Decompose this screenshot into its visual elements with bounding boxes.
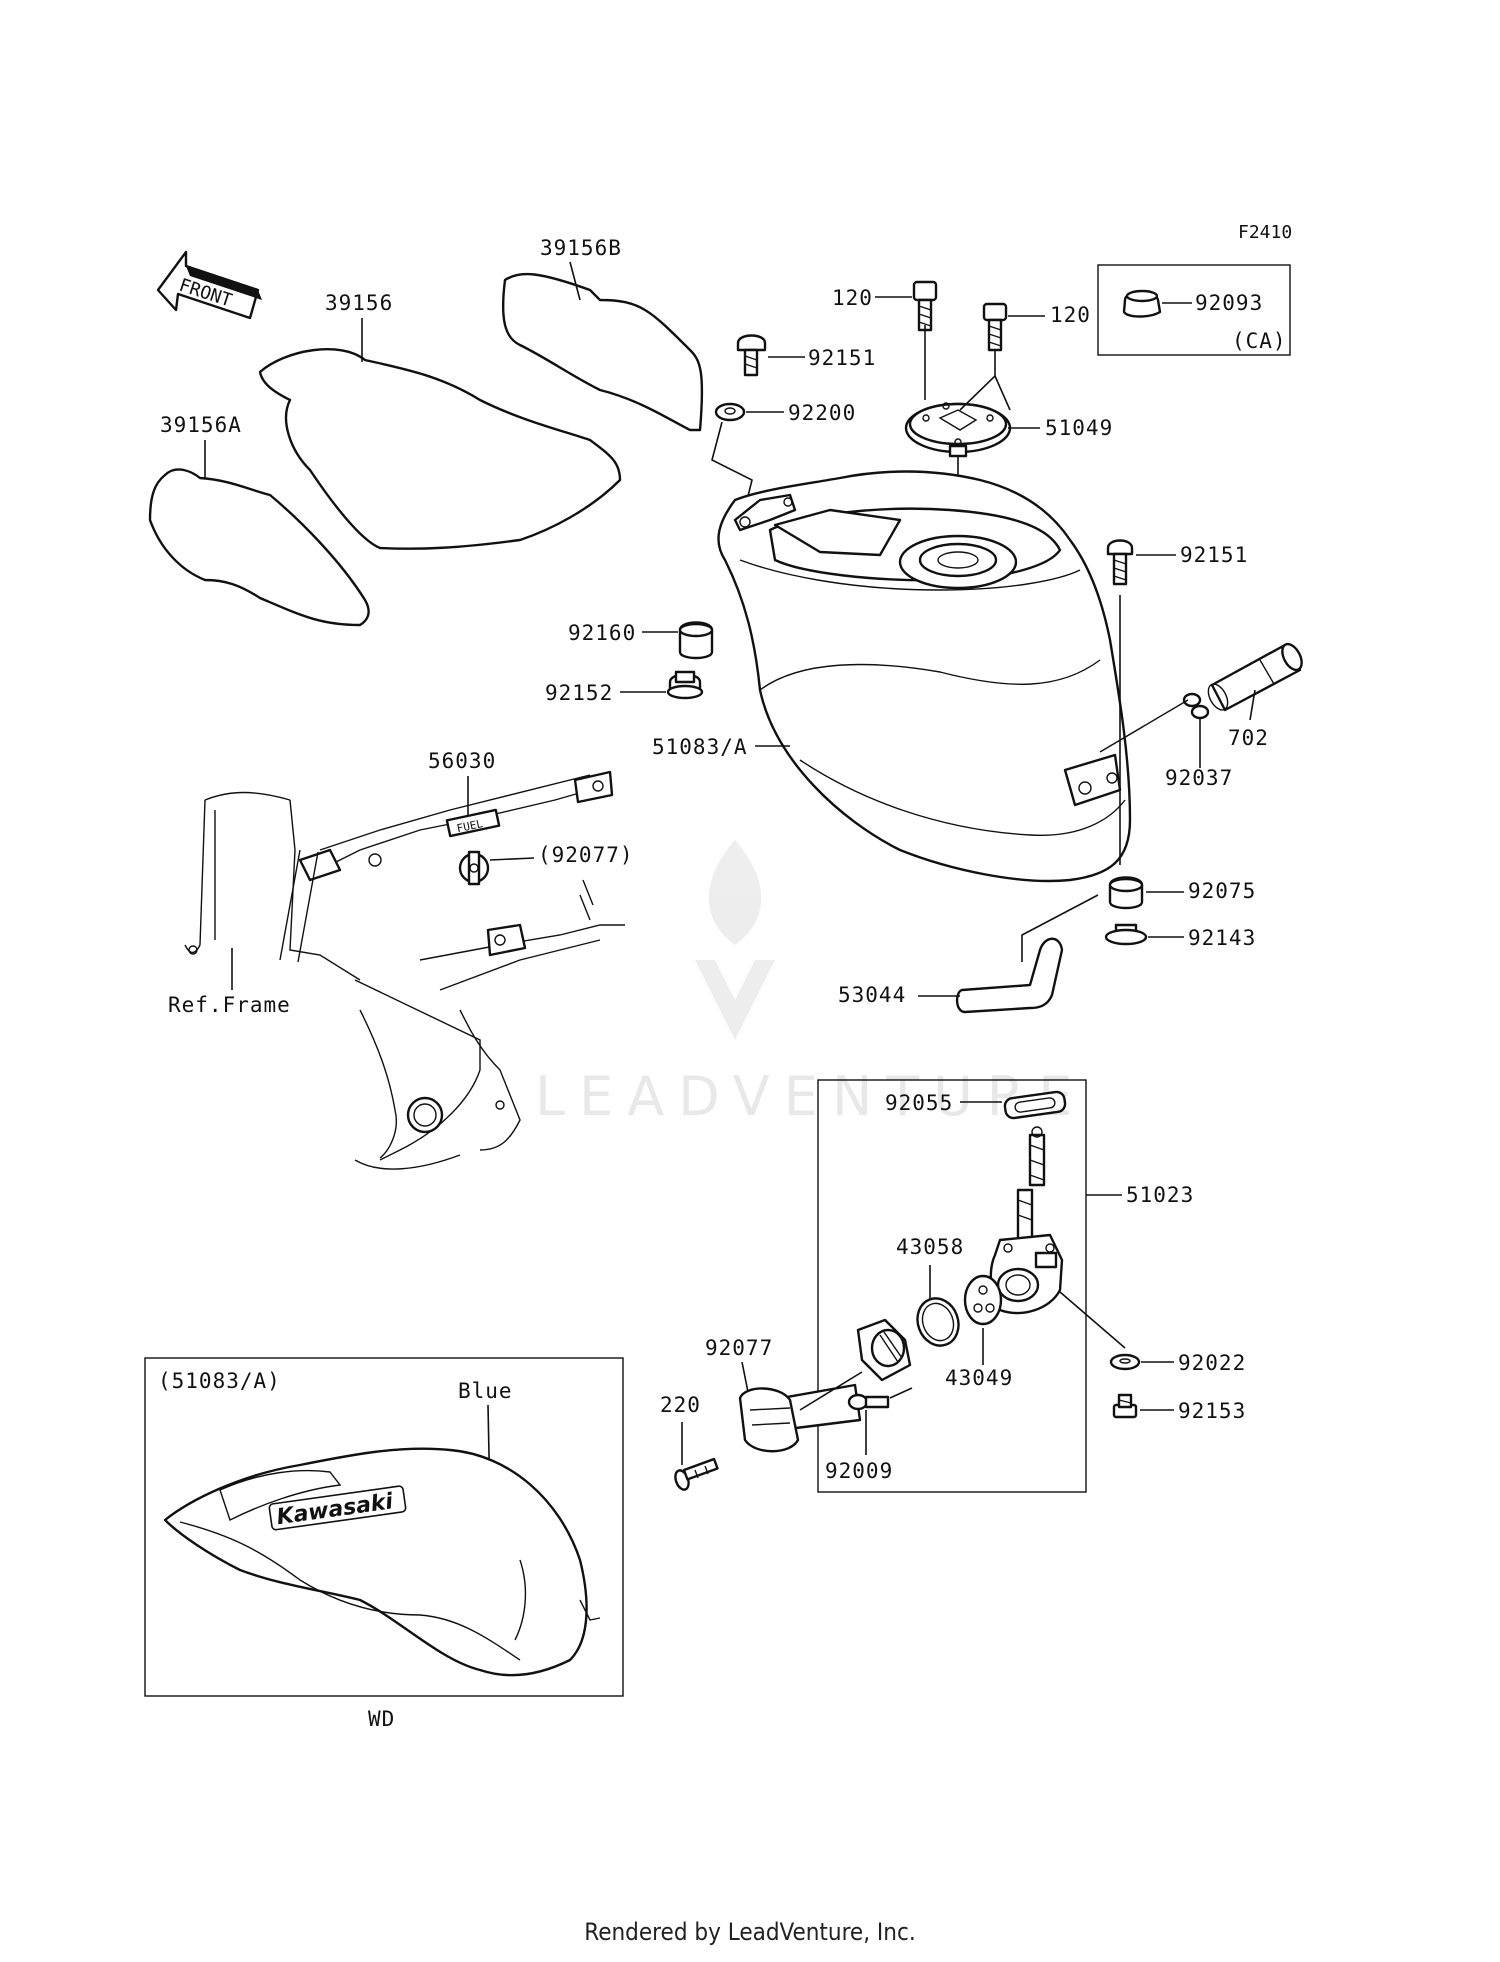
label-ca: (CA) [1232,329,1287,353]
front-arrow-icon: FRONT [156,250,262,320]
fuel-tank-51083a [717,470,1132,883]
knob-92077 [738,1318,912,1453]
label-92151-top: 92151 [808,346,876,370]
label-39156b: 39156B [540,236,622,260]
cap-92093 [1122,289,1162,318]
decal-56030: FUEL [445,808,501,838]
hose-702 [1207,642,1303,712]
label-92022: 92022 [1178,1351,1246,1375]
label-92151-right: 92151 [1180,543,1248,567]
damper-53044 [955,937,1064,1014]
grommet-92160 [678,621,714,660]
label-39156a: 39156A [160,413,242,437]
pad-39156b [501,272,704,432]
label-56030: 56030 [428,749,496,773]
inset-color-label: Blue [458,1379,513,1403]
label-92160: 92160 [568,621,636,645]
label-702: 702 [1228,726,1269,750]
label-92037: 92037 [1165,766,1233,790]
label-43058: 43058 [896,1235,964,1259]
label-120-left: 120 [832,286,873,310]
bolt-92153 [1112,1393,1138,1419]
knob-92077-frame [458,850,490,886]
bolt-120-left [912,280,938,332]
washer-92200 [714,402,746,422]
label-51023: 51023 [1126,1183,1194,1207]
label-92075: 92075 [1188,879,1256,903]
washer-92022 [1109,1353,1141,1371]
label-92152: 92152 [545,681,613,705]
label-92055: 92055 [885,1091,953,1115]
frame-reference [184,770,625,1170]
collar-92143 [1104,923,1148,946]
label-51049: 51049 [1045,416,1113,440]
diagram-code: F2410 [1238,222,1292,243]
label-39156: 39156 [325,291,393,315]
grommet-92075 [1108,876,1144,910]
label-120-right: 120 [1050,303,1091,327]
fuel-cock-box [817,1079,1087,1493]
watermark: LEADVENTURE [535,840,1086,1128]
label-92009: 92009 [825,1459,893,1483]
fuel-cock-51023 [989,1126,1064,1315]
inset-market: WD [368,1707,395,1731]
label-53044: 53044 [838,983,906,1007]
label-92077-frame: (92077) [538,843,634,867]
inset-tank-graphic: Kawasaki [163,1447,601,1677]
label-92093: 92093 [1195,291,1263,315]
decal-text: FUEL [456,817,485,835]
screw-220 [674,1457,719,1491]
label-ref-frame: Ref.Frame [168,993,291,1017]
collar-92152 [666,670,704,700]
gasket-92055 [1003,1090,1067,1120]
pad-39156 [258,348,622,550]
label-92200: 92200 [788,401,856,425]
label-92143: 92143 [1188,926,1256,950]
label-92077: 92077 [705,1336,773,1360]
fuel-cap-51049 [904,402,1012,458]
clip-92037 [1099,692,1210,753]
bolt-92151-top [736,334,767,377]
inset-box [144,1357,624,1697]
gasket-43049 [963,1274,1003,1326]
inset-title: (51083/A) [158,1369,281,1393]
bolt-120-right [982,302,1008,352]
label-43049: 43049 [945,1366,1013,1390]
bolt-92151-right [1106,539,1134,586]
oring-43058 [916,1297,960,1347]
watermark-text: LEADVENTURE [535,1065,1086,1128]
ca-box [1097,264,1291,356]
footer-text: Rendered by LeadVenture, Inc. [584,1918,916,1946]
pad-39156a [148,468,370,627]
screw-92009 [847,1393,890,1411]
label-220: 220 [660,1393,701,1417]
label-51083a: 51083/A [652,735,748,759]
label-92153: 92153 [1178,1399,1246,1423]
